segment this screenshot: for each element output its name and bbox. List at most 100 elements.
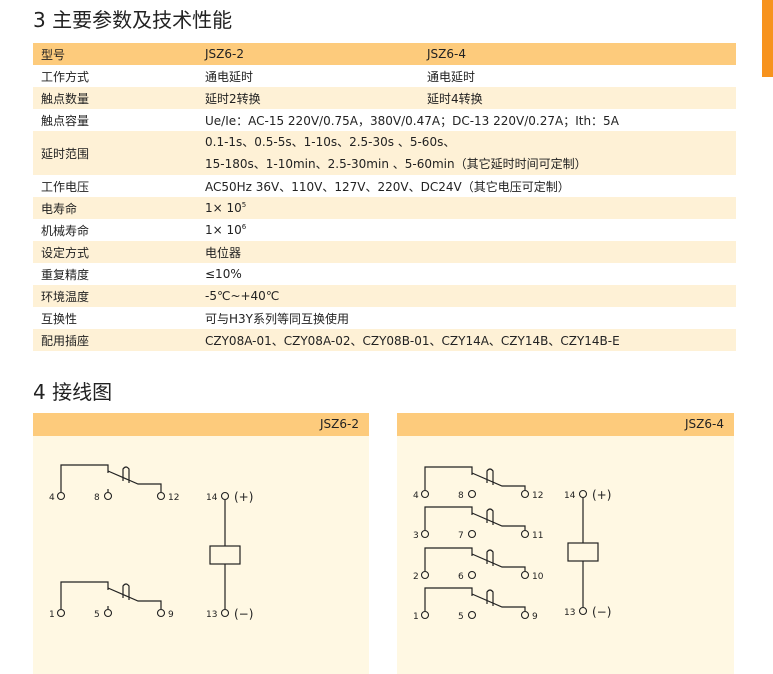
row-label: 触点容量 (41, 113, 90, 128)
switch-blade (107, 587, 162, 609)
row-value: 可与H3Y系列等同互换使用 (205, 311, 349, 326)
polarity-label: (−) (234, 607, 253, 621)
row-value: 通电延时 (427, 69, 476, 84)
row-label: 机械寿命 (41, 223, 90, 238)
contact-wire (424, 587, 473, 611)
row-label: 工作电压 (41, 179, 90, 194)
terminal-label: 10 (532, 572, 544, 582)
row-value: -5℃~+40℃ (197, 285, 736, 307)
time-delay-symbol (486, 549, 494, 566)
switch-blade (471, 512, 526, 530)
terminal-label: 3 (413, 531, 419, 541)
time-delay-symbol (486, 468, 494, 485)
terminal-label: 2 (413, 572, 419, 582)
terminal-circle (520, 489, 530, 499)
terminal-label: 1 (49, 610, 55, 620)
time-delay-symbol (486, 508, 494, 525)
terminal-label: 13 (206, 610, 217, 620)
row-value-line: 15-180s、1-10min、2.5-30min 、5-60min（其它延时时… (205, 157, 587, 171)
row-value: CZY08A-01、CZY08A-02、CZY08B-01、CZY14A、CZY… (197, 329, 736, 351)
row-label: 配用插座 (33, 329, 197, 351)
terminal-label: 1 (413, 612, 419, 622)
value-base: 1× 10 (205, 223, 242, 237)
header-cell: JSZ6-2 (197, 43, 419, 65)
switch-blade (471, 553, 526, 571)
table-row: 触点数量 延时2转换 延时4转换 (33, 87, 736, 109)
value-exponent: 5 (241, 201, 247, 209)
terminal-label: 6 (458, 572, 464, 582)
terminal-label: 11 (532, 531, 543, 541)
terminal-label: 13 (564, 608, 575, 618)
terminal-label: 4 (413, 491, 419, 501)
section-title-wiring: 4 接线图 (33, 380, 113, 404)
time-delay-symbol (122, 466, 130, 483)
contact-wire (424, 506, 473, 530)
polarity-label: (−) (592, 605, 611, 619)
terminal-label: 9 (168, 610, 174, 620)
table-header-row: 型号 JSZ6-2 JSZ6-4 (33, 43, 736, 65)
time-delay-symbol (486, 589, 494, 606)
value-base: 1× 10 (205, 201, 242, 215)
terminal-label: 9 (532, 612, 538, 622)
table-row: 工作方式 通电延时 通电延时 (33, 65, 736, 87)
terminal-circle (220, 608, 230, 618)
table-row: 重复精度 ≤10% (33, 263, 736, 285)
switch-blade (471, 593, 526, 611)
terminal-circle (520, 570, 530, 580)
section-title-parameters: 3 主要参数及技术性能 (33, 8, 233, 32)
row-value: ≤10% (205, 267, 242, 281)
terminal-circle (103, 491, 113, 501)
terminal-circle (467, 570, 477, 580)
terminal-circle (420, 489, 430, 499)
switch-blade (471, 472, 526, 490)
terminal-circle (156, 491, 166, 501)
row-value: 通电延时 (205, 69, 254, 84)
panel-title: JSZ6-4 (397, 413, 734, 436)
row-value: 1× 106 (197, 219, 736, 241)
terminal-label: 5 (94, 610, 100, 620)
terminal-circle (467, 529, 477, 539)
terminal-label: 8 (94, 493, 100, 503)
row-value-line: 0.1-1s、0.5-5s、1-10s、2.5-30s 、5-60s、 (205, 135, 456, 149)
contact-wire (60, 464, 109, 492)
terminal-circle (420, 529, 430, 539)
terminal-circle (56, 608, 66, 618)
polarity-label: (+) (234, 490, 253, 504)
row-value: 延时2转换 (197, 87, 419, 109)
relay-coil (209, 545, 241, 565)
parameters-table: 型号 JSZ6-2 JSZ6-4 工作方式 通电延时 通电延时 触点数量 延时2… (33, 43, 736, 351)
terminal-label: 5 (458, 612, 464, 622)
terminal-circle (103, 608, 113, 618)
terminal-label: 14 (206, 493, 218, 503)
contact-wire (424, 466, 473, 490)
header-cell: JSZ6-4 (419, 43, 736, 65)
row-label: 互换性 (41, 311, 78, 326)
terminal-circle (156, 608, 166, 618)
header-cell: 型号 (33, 43, 197, 65)
value-exponent: 6 (241, 223, 247, 231)
terminal-circle (420, 570, 430, 580)
terminal-label: 7 (458, 531, 464, 541)
terminal-circle (220, 491, 230, 501)
terminal-label: 8 (458, 491, 464, 501)
relay-coil (567, 542, 599, 562)
table-row: 配用插座 CZY08A-01、CZY08A-02、CZY08B-01、CZY14… (33, 329, 736, 351)
table-row: 工作电压 AC50Hz 36V、110V、127V、220V、DC24V（其它电… (33, 175, 736, 197)
terminal-circle (56, 491, 66, 501)
polarity-label: (+) (592, 488, 611, 502)
table-row: 触点容量 Ue/Ie：AC-15 220V/0.75A，380V/0.47A；D… (33, 109, 736, 131)
switch-blade (107, 470, 162, 492)
table-row: 互换性 可与H3Y系列等同互换使用 (33, 307, 736, 329)
contact-wire (60, 581, 109, 609)
contact-wire (424, 547, 473, 571)
side-tab-marker (762, 0, 773, 77)
terminal-label: 14 (564, 491, 576, 501)
time-delay-symbol (122, 583, 130, 600)
terminal-circle (467, 489, 477, 499)
terminal-circle (578, 489, 588, 499)
row-value: 延时4转换 (419, 87, 736, 109)
row-value: AC50Hz 36V、110V、127V、220V、DC24V（其它电压可定制） (205, 179, 570, 194)
